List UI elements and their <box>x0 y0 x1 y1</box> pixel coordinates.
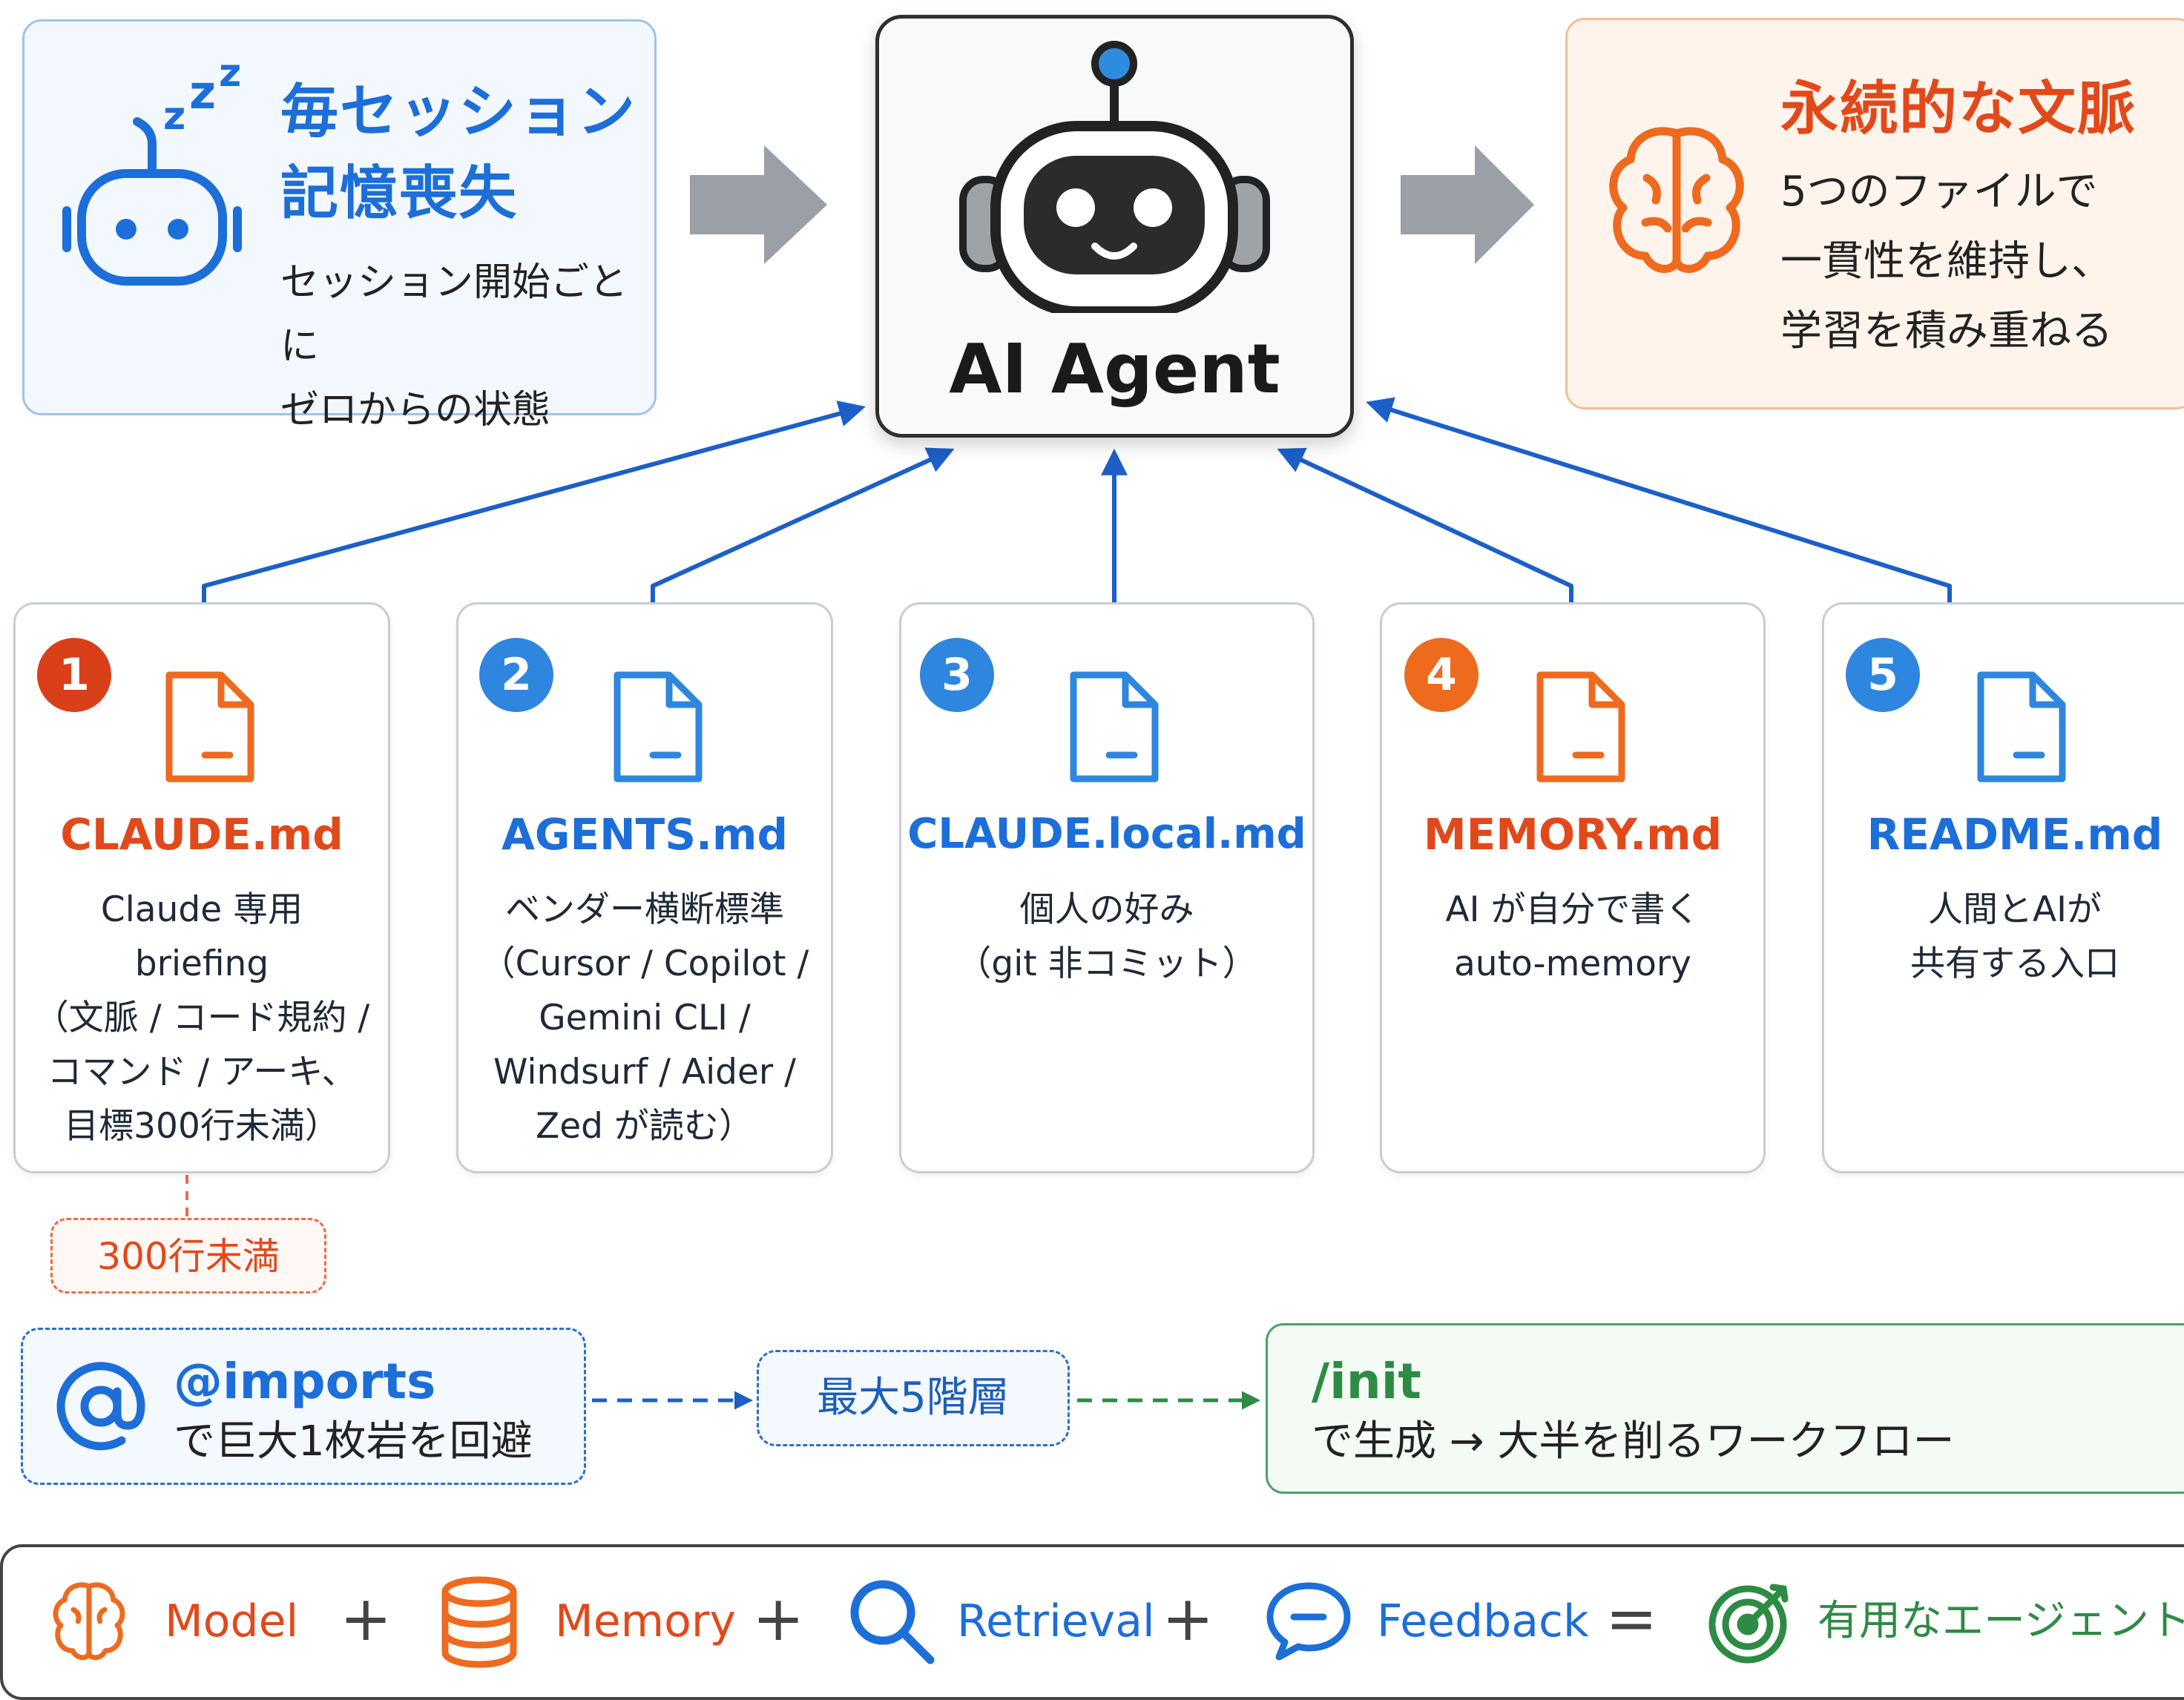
formula-plus: + <box>1162 1582 1214 1655</box>
amnesia-title-line1: 毎セッション <box>280 79 637 145</box>
ai-agent-label: AI Agent <box>949 329 1280 409</box>
search-icon <box>850 1580 935 1664</box>
document-icon <box>1977 671 2066 783</box>
sleeping-robot-icon: z z z <box>62 62 242 286</box>
file-description-readme-md: 人間とAIが 共有する入口 <box>1822 883 2184 991</box>
flow-arrow-left <box>690 145 827 264</box>
svg-text:z: z <box>219 62 241 96</box>
amnesia-title: 毎セッション 記憶喪失 <box>280 71 644 234</box>
desc-line: 目標300行未満） <box>64 1106 340 1147</box>
flow-arrow-right <box>1401 145 1534 264</box>
persist-desc-line3: 学習を積み重ねる <box>1780 307 2113 355</box>
brain-icon <box>53 1582 125 1661</box>
init-panel <box>1266 1323 2184 1494</box>
formula-retrieval: Retrieval <box>957 1595 1155 1647</box>
desc-line: Windsurf / Aider / <box>493 1052 797 1093</box>
persistent-context-description: 5つのファイルで 一貫性を維持し、 学習を積み重ねる <box>1780 157 2181 366</box>
document-icon <box>1536 671 1625 783</box>
connector-5 <box>1366 397 1952 604</box>
file-number-badge: 1 <box>37 638 111 712</box>
database-icon <box>441 1576 517 1668</box>
imports-title: @imports <box>174 1353 436 1410</box>
persistent-context-title: 永続的な文脈 <box>1780 76 2137 142</box>
file-name-readme-md: README.md <box>1866 809 2163 860</box>
amnesia-title-line2: 記憶喪失 <box>280 160 519 227</box>
document-icon <box>614 671 703 783</box>
desc-line: コマンド / アーキ、 <box>47 1052 357 1093</box>
svg-text:z: z <box>163 94 185 139</box>
desc-line: 共有する入口 <box>1910 943 2119 984</box>
desc-line: 人間とAIが <box>1927 889 2102 930</box>
at-sign-icon <box>56 1362 145 1451</box>
desc-line: AI が自分で書く <box>1445 889 1700 930</box>
desc-line: briefing <box>134 943 269 984</box>
formula-memory: Memory <box>555 1595 737 1647</box>
brain-icon <box>1609 127 1744 273</box>
desc-line: （Cursor / Copilot / <box>480 943 809 984</box>
file-name-claude-local-md: CLAUDE.local.md <box>907 810 1306 858</box>
target-icon <box>1708 1584 1789 1664</box>
connector-4 <box>1277 447 1573 604</box>
amnesia-desc-line1: セッション開始ごとに <box>280 260 628 369</box>
file-description-agents-md: ベンダー横断標準 （Cursor / Copilot / Gemini CLI … <box>456 883 833 1153</box>
robot-icon <box>959 41 1270 313</box>
document-icon <box>165 671 254 783</box>
max-depth-box: 最大5階層 <box>757 1350 1070 1446</box>
init-title: /init <box>1312 1353 1421 1410</box>
formula-plus: + <box>752 1582 805 1655</box>
init-description: で生成 → 大半を削るワークフロー <box>1312 1417 1955 1466</box>
desc-line: Zed が読む） <box>536 1106 754 1147</box>
chat-bubble-icon <box>1266 1582 1351 1661</box>
file-description-memory-md: AI が自分で書く auto-memory <box>1380 883 1766 991</box>
formula-bar <box>0 1544 2184 1700</box>
formula-feedback: Feedback <box>1377 1595 1589 1647</box>
file-number-badge: 3 <box>920 638 994 712</box>
persist-desc-line1: 5つのファイルで <box>1780 168 2098 216</box>
file-name-claude-md: CLAUDE.md <box>60 809 343 860</box>
connector-2 <box>651 447 955 604</box>
file-name-agents-md: AGENTS.md <box>501 809 788 860</box>
desc-line: （git 非コミット） <box>956 943 1257 984</box>
desc-line: auto-memory <box>1454 943 1691 984</box>
amnesia-desc-line2: ゼロからの状態 <box>280 388 551 432</box>
session-amnesia-panel <box>22 19 657 415</box>
file-number-badge: 5 <box>1846 638 1920 712</box>
imports-description: で巨大1枚岩を回避 <box>174 1417 533 1466</box>
formula-result: 有用なエージェント <box>1818 1597 2184 1645</box>
formula-plus: + <box>340 1582 392 1655</box>
line-limit-tag: 300行未満 <box>50 1218 326 1294</box>
file-description-claude-md: Claude 専用 briefing （文脈 / コード規約 / コマンド / … <box>13 883 390 1153</box>
document-icon <box>1070 671 1159 783</box>
persist-desc-line2: 一貫性を維持し、 <box>1780 237 2113 286</box>
amnesia-description: セッション開始ごとに ゼロからの状態 <box>280 251 644 442</box>
desc-line: Gemini CLI / <box>539 998 751 1038</box>
file-description-claude-local-md: 個人の好み （git 非コミット） <box>899 883 1315 991</box>
formula-equals: = <box>1605 1582 1658 1655</box>
persistent-context-panel <box>1565 18 2184 409</box>
file-name-memory-md: MEMORY.md <box>1423 809 1723 860</box>
formula-model: Model <box>165 1595 299 1647</box>
svg-text:z: z <box>189 65 216 119</box>
desc-line: ベンダー横断標準 <box>505 889 784 930</box>
imports-panel <box>21 1328 586 1485</box>
file-number-badge: 2 <box>479 638 553 712</box>
desc-line: Claude 専用 <box>100 889 303 930</box>
desc-line: 個人の好み <box>1019 889 1194 930</box>
file-number-badge: 4 <box>1404 638 1479 712</box>
desc-line: （文脈 / コード規約 / <box>33 998 370 1038</box>
